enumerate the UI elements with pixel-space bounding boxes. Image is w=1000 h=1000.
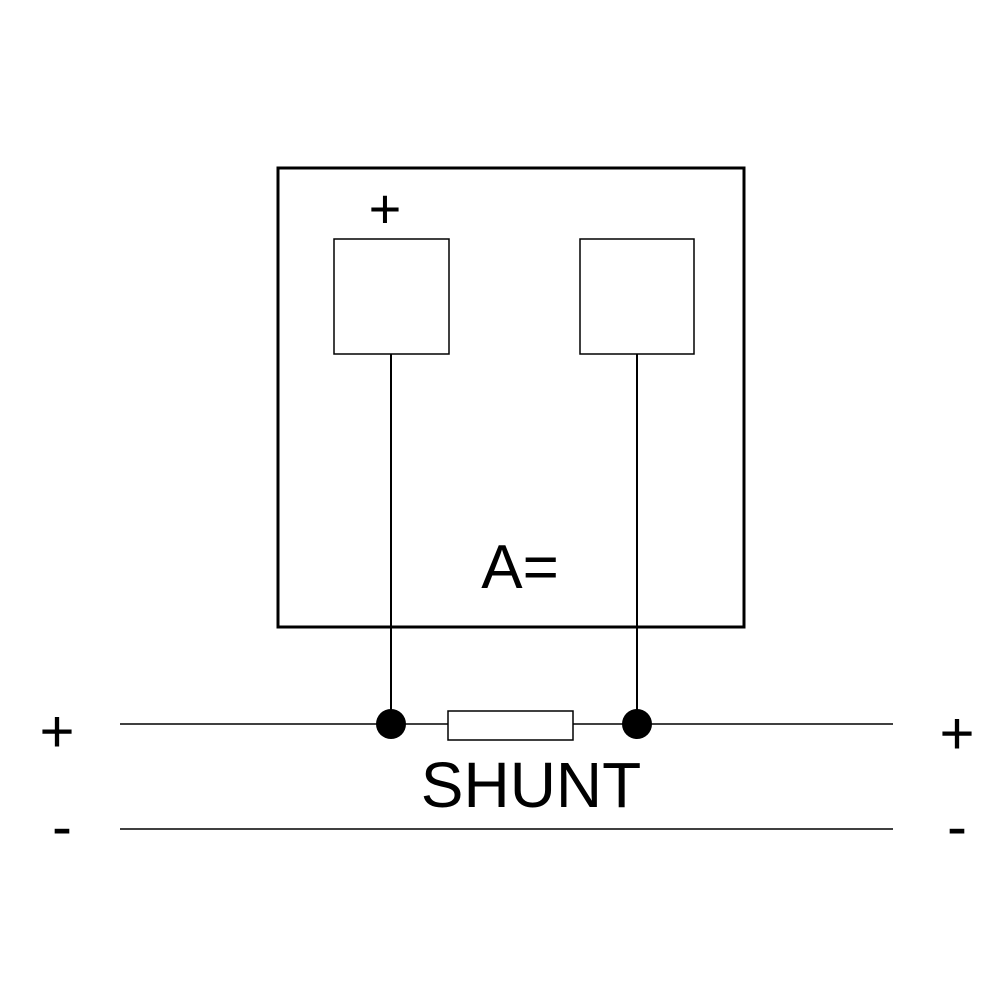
shunt-resistor [447,710,574,741]
positive-rail-right-label: + [939,700,974,767]
meter-unit-label: A= [481,533,559,602]
junction-dot-right [622,709,652,739]
negative-terminal [579,238,695,355]
positive-rail-left-label: + [39,698,74,765]
shunt-label: SHUNT [421,749,641,821]
negative-rail-right-label: - [947,793,967,860]
ammeter-housing [276,166,746,629]
positive-terminal-label: + [369,177,402,240]
positive-terminal [333,238,450,355]
junction-dot-left [376,709,406,739]
negative-rail-left-label: - [52,793,72,860]
